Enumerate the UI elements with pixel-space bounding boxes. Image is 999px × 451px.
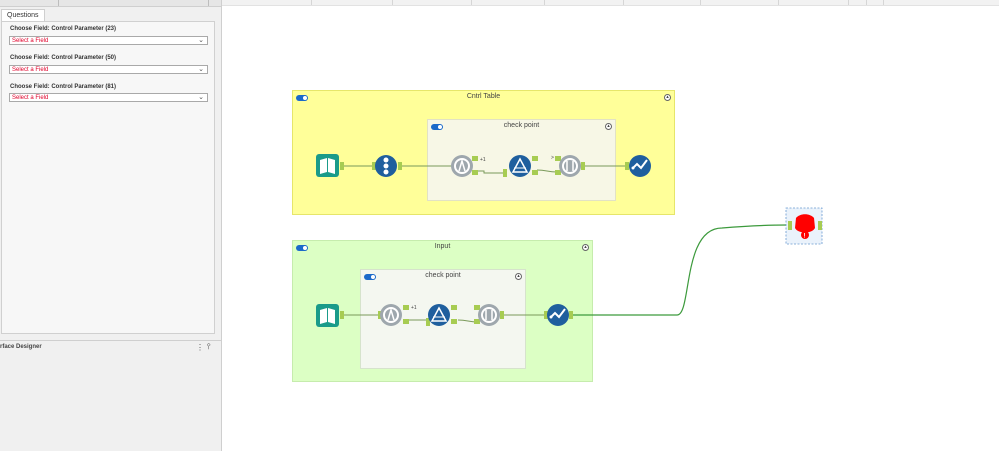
- browse-output-tool[interactable]: [625, 155, 651, 177]
- svg-text:+1: +1: [480, 157, 486, 163]
- interface-designer-header: rface Designer ⋮ ⫯: [0, 340, 221, 355]
- container-toggle[interactable]: [296, 245, 308, 251]
- union-tool[interactable]: >: [551, 155, 585, 177]
- container-title: Input: [434, 243, 451, 250]
- questions-panel: Choose Field: Control Parameter (23) Sel…: [1, 21, 215, 334]
- svg-text:+1: +1: [411, 305, 417, 311]
- input-data-tool-bottom[interactable]: [316, 304, 344, 327]
- field-label-23: Choose Field: Control Parameter (23): [10, 26, 117, 32]
- interface-designer-title: rface Designer: [0, 344, 42, 350]
- join-tool-bottom[interactable]: +1: [378, 304, 417, 326]
- container-toggle[interactable]: [296, 95, 308, 101]
- questions-tab[interactable]: Questions: [1, 9, 45, 22]
- field-select-50[interactable]: Select a Field ⌄: [9, 65, 208, 74]
- union-tool-bottom[interactable]: [474, 304, 504, 326]
- chevron-down-icon: ⌄: [198, 66, 204, 73]
- pin-icon[interactable]: ⫯: [207, 342, 211, 351]
- join-tool[interactable]: +1: [451, 155, 486, 177]
- collapse-icon[interactable]: ▴: [664, 94, 671, 101]
- container-cntrl-table[interactable]: Cntrl Table ▴ check point ▴: [292, 90, 675, 215]
- field-select-23-value: Select a Field: [12, 38, 49, 44]
- workflow-canvas[interactable]: Cntrl Table ▴ check point ▴ Input ▴ chec…: [222, 0, 999, 451]
- field-select-23[interactable]: Select a Field ⌄: [9, 36, 208, 45]
- filter-tool-bottom[interactable]: [426, 304, 457, 326]
- left-top-strip: [0, 0, 221, 7]
- canvas-top-strip: [222, 0, 999, 6]
- output-wire[interactable]: [572, 224, 788, 316]
- field-select-81[interactable]: Select a Field ⌄: [9, 93, 208, 102]
- vertical-dots-icon[interactable]: ⋮: [196, 343, 204, 352]
- record-id-tool[interactable]: [372, 155, 402, 177]
- container-toggle[interactable]: [431, 124, 443, 130]
- chevron-down-icon: ⌄: [198, 94, 204, 101]
- field-select-81-value: Select a Field: [12, 95, 49, 101]
- container-toggle[interactable]: [364, 274, 376, 280]
- container-title: check point: [503, 122, 540, 129]
- left-panel: Questions Choose Field: Control Paramete…: [0, 0, 222, 451]
- field-label-81: Choose Field: Control Parameter (81): [10, 84, 117, 90]
- collapse-icon[interactable]: ▴: [515, 273, 522, 280]
- chevron-down-icon: ⌄: [198, 37, 204, 44]
- browse-output-tool-bottom[interactable]: [544, 304, 573, 326]
- workflow-graph: +1 >: [316, 154, 823, 327]
- svg-text:>: >: [551, 155, 554, 161]
- field-label-50: Choose Field: Control Parameter (50): [10, 55, 117, 61]
- collapse-icon[interactable]: ▴: [582, 244, 589, 251]
- container-title: check point: [425, 272, 461, 279]
- svg-text:!: !: [804, 234, 806, 240]
- container-title: Cntrl Table: [466, 93, 501, 100]
- filter-tool[interactable]: [503, 155, 538, 177]
- collapse-icon[interactable]: ▴: [605, 123, 612, 130]
- input-data-tool[interactable]: [316, 154, 344, 177]
- field-select-50-value: Select a Field: [12, 67, 49, 73]
- error-control-tool[interactable]: !: [785, 207, 823, 245]
